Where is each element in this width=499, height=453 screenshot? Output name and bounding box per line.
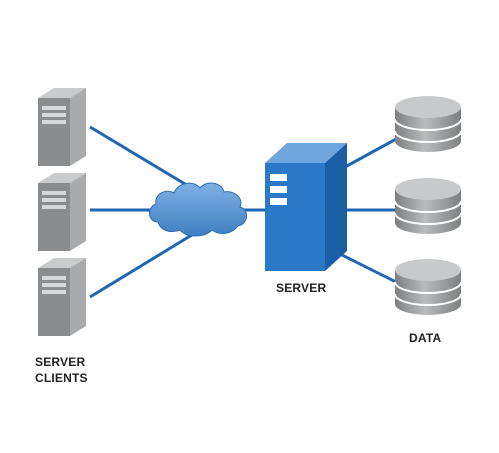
link-server-data-1 <box>344 136 399 169</box>
cloud-icon <box>149 182 247 237</box>
database-icon <box>394 178 462 234</box>
link-client-3-cloud <box>89 228 201 299</box>
server-label: SERVER <box>276 281 326 295</box>
database-icon <box>394 259 462 315</box>
connection-lines <box>89 125 399 299</box>
client-tower-icon <box>38 88 86 166</box>
client-tower-icon <box>38 173 86 251</box>
database-icon <box>394 96 462 152</box>
link-server-data-3 <box>331 248 399 285</box>
clients-label-line2: CLIENTS <box>35 371 88 385</box>
server-tower-icon <box>265 143 347 271</box>
link-client-1-cloud <box>89 125 201 195</box>
client-tower-icon <box>38 258 86 336</box>
clients-label-line1: SERVER <box>35 355 85 369</box>
data-label: DATA <box>409 331 441 345</box>
